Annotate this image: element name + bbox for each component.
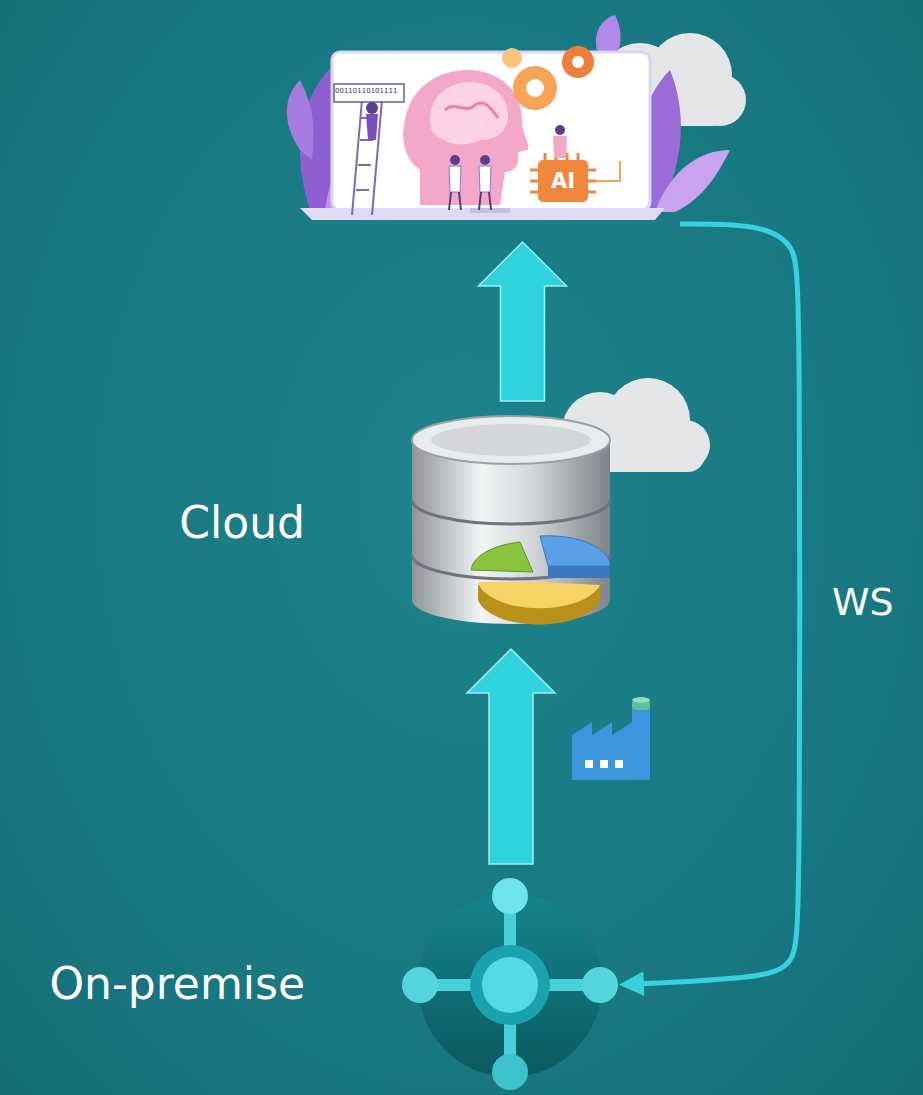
leaves bbox=[287, 15, 730, 212]
pie-chart bbox=[471, 536, 610, 625]
gears bbox=[502, 46, 594, 110]
laptop bbox=[300, 52, 665, 220]
business-central: On-premise bbox=[410, 878, 610, 1083]
flow-arrow bbox=[467, 649, 555, 864]
binary-digits: 00110110101111 bbox=[335, 87, 397, 95]
business-central-logo bbox=[402, 878, 618, 1090]
data-factory-icon bbox=[572, 697, 650, 780]
ai-head bbox=[403, 70, 528, 205]
edge-label: WS bbox=[832, 579, 894, 625]
service-arrow bbox=[624, 224, 800, 985]
chip-label: AI bbox=[538, 160, 588, 202]
flow-arrow bbox=[479, 242, 567, 401]
database-icon bbox=[412, 416, 610, 624]
people bbox=[334, 84, 567, 215]
tier-label: On-premise bbox=[49, 958, 305, 1010]
tier-label: Cloud bbox=[179, 497, 305, 549]
ai-illustration: AI bbox=[300, 30, 745, 220]
ai-chip bbox=[530, 153, 621, 202]
cloud-database: Cloud bbox=[410, 415, 612, 627]
